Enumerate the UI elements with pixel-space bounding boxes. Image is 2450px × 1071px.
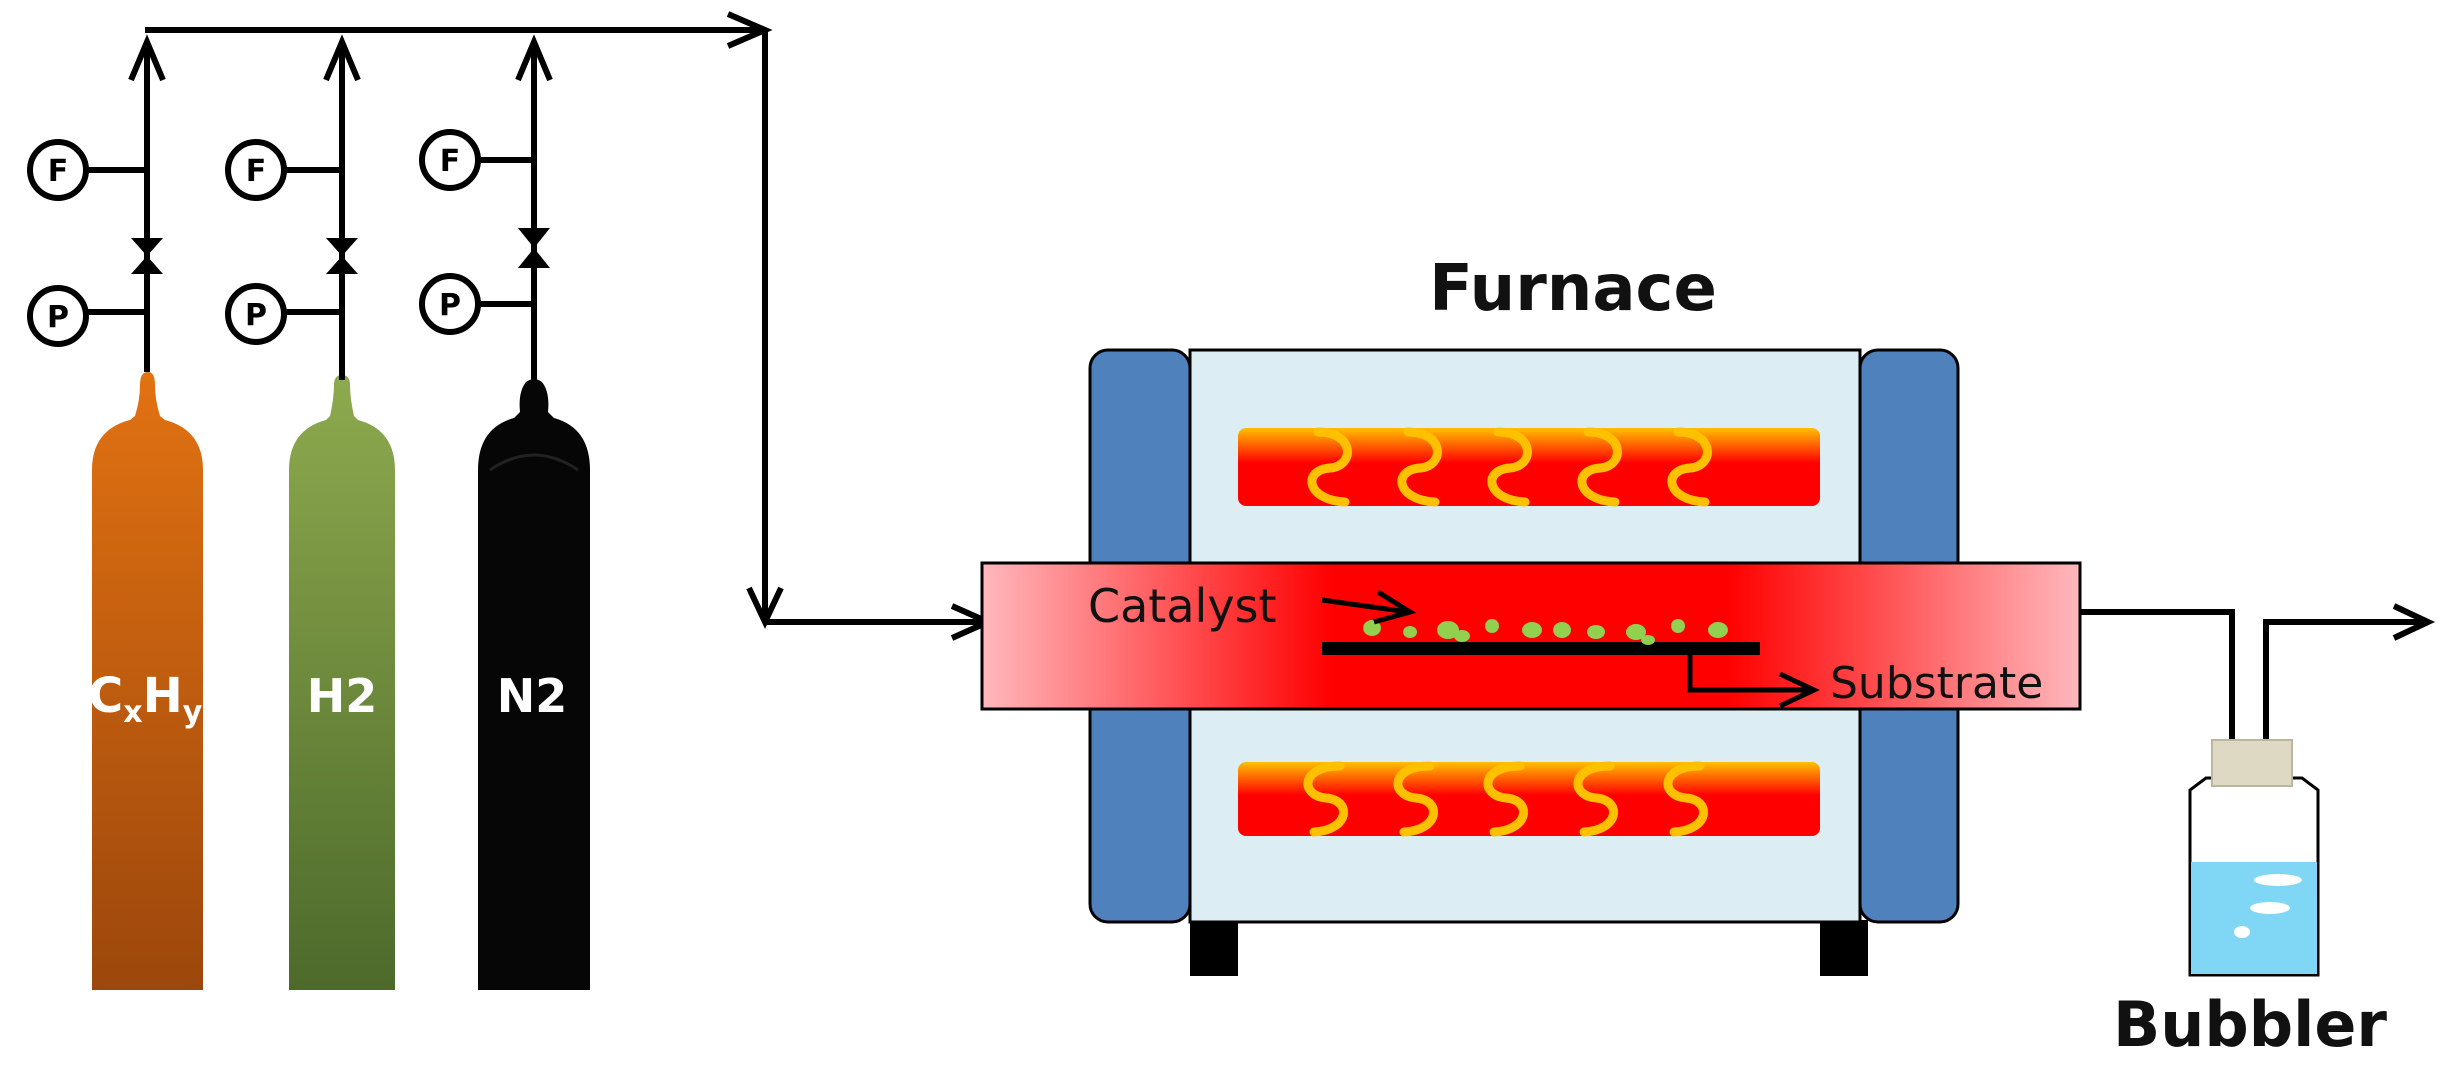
svg-text:P: P — [245, 298, 267, 333]
svg-text:F: F — [48, 154, 69, 189]
furnace-leg-right — [1820, 920, 1868, 976]
substrate-plate — [1322, 642, 1760, 655]
cylinder-n2: F P N2 — [419, 34, 590, 990]
furnace-leg-left — [1190, 920, 1238, 976]
svg-text:P: P — [47, 300, 69, 335]
pressure-gauge-2: P — [225, 283, 287, 345]
pressure-gauge-1: P — [27, 285, 89, 347]
heater-bottom — [1238, 761, 1820, 837]
catalyst-label: Catalyst — [1088, 579, 1277, 633]
bubbler-label: Bubbler — [2113, 988, 2387, 1061]
catalyst-arrow — [1321, 589, 1417, 625]
cylinder-cxhy: F P CxHy — [27, 34, 203, 990]
substrate-arrow — [1687, 655, 1820, 709]
svg-text:F: F — [246, 154, 267, 189]
bubbler-cap — [2211, 739, 2293, 787]
heater-top — [1238, 427, 1820, 507]
flow-gauge-3: F — [419, 129, 481, 191]
furnace-title: Furnace — [1429, 252, 1717, 326]
flow-gauge-2: F — [225, 139, 287, 201]
cylinder-label-h2: H2 — [307, 669, 378, 723]
cylinder-label-n2: N2 — [497, 669, 568, 723]
svg-text:F: F — [440, 144, 461, 179]
cylinder-h2: F P H2 — [225, 34, 395, 990]
pressure-gauge-3: P — [419, 273, 481, 335]
flow-gauge-1: F — [27, 139, 89, 201]
substrate-label: Substrate — [1830, 658, 2043, 709]
furnace: Furnace — [980, 252, 2082, 976]
catalyst-particles — [1363, 619, 1728, 645]
cylinder-label-cxhy: CxHy — [88, 668, 203, 730]
bubbler: Bubbler — [2113, 739, 2387, 1061]
bubbles — [2234, 874, 2302, 938]
svg-text:P: P — [439, 288, 461, 323]
